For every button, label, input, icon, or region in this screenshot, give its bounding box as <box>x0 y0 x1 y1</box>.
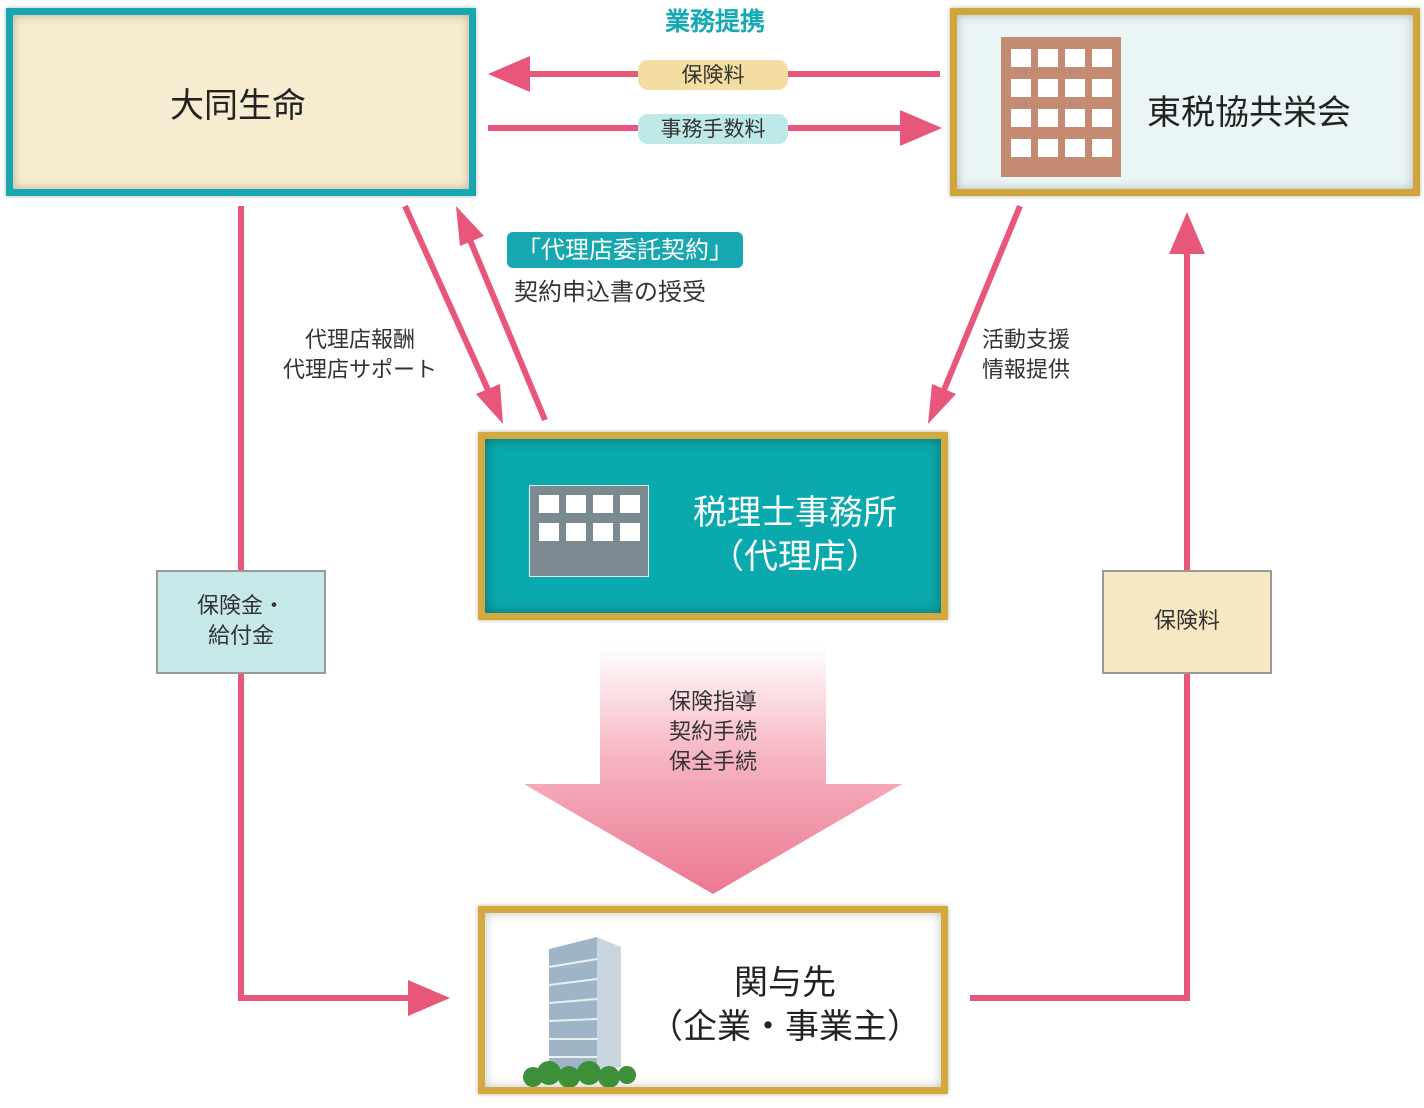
node-zeirishi-title: 税理士事務所 （代理店） <box>665 491 925 579</box>
insurance-guidance-line2: 契約手続 <box>668 720 757 745</box>
activity-support-line2: 情報提供 <box>982 358 1071 383</box>
application-arrow <box>456 206 548 422</box>
office-tower-icon <box>523 937 636 1087</box>
node-tax-accountant-office: 税理士事務所 （代理店） <box>478 432 948 620</box>
admin-fee-pill: 事務手数料 <box>638 114 788 144</box>
premium-pill: 保険料 <box>638 60 788 90</box>
insurance-guidance-label: 保険指導 契約手続 保全手続 <box>600 688 826 778</box>
node-tozei-title: 東税協共栄会 <box>1147 93 1351 133</box>
support-arrow <box>928 204 1023 424</box>
premium-path-arrow <box>970 212 1205 1001</box>
agency-commission-label: 代理店報酬 代理店サポート <box>262 326 458 386</box>
building-icon <box>529 485 649 577</box>
node-zeirishi-line1: 税理士事務所 <box>693 493 897 533</box>
benefit-path-arrow <box>238 206 450 1016</box>
benefits-box: 保険金・ 給付金 <box>156 570 326 674</box>
premium-box: 保険料 <box>1102 570 1272 674</box>
node-zeirishi-line2: （代理店） <box>710 537 880 577</box>
activity-support-label: 活動支援 情報提供 <box>982 326 1070 386</box>
node-tozei-kyoeikai: 東税協共栄会 <box>950 8 1420 196</box>
node-kanyo-title: 関与先 （企業・事業主） <box>625 961 945 1049</box>
agency-contract-tag: 「代理店委託契約」 <box>507 232 743 268</box>
activity-support-line1: 活動支援 <box>982 328 1071 353</box>
insurance-guidance-line3: 保全手続 <box>668 750 757 775</box>
commission-arrow <box>402 204 503 424</box>
node-client-company: 関与先 （企業・事業主） <box>478 906 948 1094</box>
benefits-line2: 給付金 <box>207 624 274 649</box>
benefits-line1: 保険金・ <box>196 594 285 619</box>
node-daido-title: 大同生命 <box>170 85 306 126</box>
application-exchange-label: 契約申込書の授受 <box>514 278 706 306</box>
agency-commission-line2: 代理店サポート <box>282 358 437 383</box>
guidance-big-arrow <box>524 646 902 894</box>
node-kanyo-line1: 関与先 <box>734 963 836 1003</box>
node-kanyo-line2: （企業・事業主） <box>649 1007 921 1047</box>
insurance-guidance-line1: 保険指導 <box>668 690 757 715</box>
building-icon <box>1001 37 1121 177</box>
agency-commission-line1: 代理店報酬 <box>304 328 415 353</box>
node-daido-life: 大同生命 <box>6 8 476 196</box>
business-alliance-label: 業務提携 <box>664 7 765 36</box>
